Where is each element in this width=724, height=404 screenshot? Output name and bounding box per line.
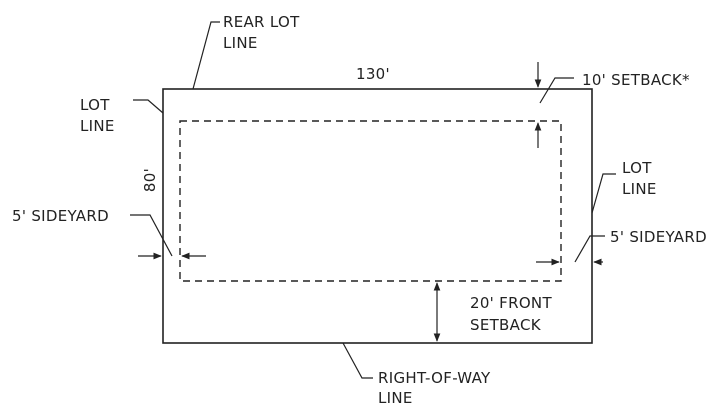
rear-setback-leader xyxy=(539,77,574,104)
front-setback-label-2: SETBACK xyxy=(470,316,542,334)
right-of-way-label-1: RIGHT-OF-WAY xyxy=(378,369,491,387)
depth-dimension-label: 80' xyxy=(141,168,159,192)
right-of-way-leader xyxy=(342,342,373,379)
right-lot-line-leader xyxy=(591,173,616,214)
right-lot-line-label-2: LINE xyxy=(622,180,657,198)
left-lot-line-label-2: LINE xyxy=(80,117,115,135)
lot-boundary xyxy=(162,88,593,344)
rear-lot-line-label-2: LINE xyxy=(223,34,258,52)
rear-lot-line-label-1: REAR LOT xyxy=(223,13,300,31)
left-sideyard-leader xyxy=(130,214,173,257)
left-sideyard-label: 5' SIDEYARD xyxy=(12,207,109,225)
rear-setback-label: 10' SETBACK* xyxy=(582,71,690,89)
width-dimension-label: 130' xyxy=(356,65,390,83)
rear-lot-line-leader xyxy=(192,21,220,90)
right-sideyard-leader xyxy=(574,235,605,263)
right-of-way-label-2: LINE xyxy=(378,389,413,404)
right-lot-line-label-1: LOT xyxy=(622,159,652,177)
setback-envelope xyxy=(179,120,562,282)
left-lot-line-leader xyxy=(133,99,164,114)
right-sideyard-label: 5' SIDEYARD xyxy=(610,228,707,246)
front-setback-label-1: 20' FRONT xyxy=(470,294,552,312)
left-lot-line-label-1: LOT xyxy=(80,96,110,114)
